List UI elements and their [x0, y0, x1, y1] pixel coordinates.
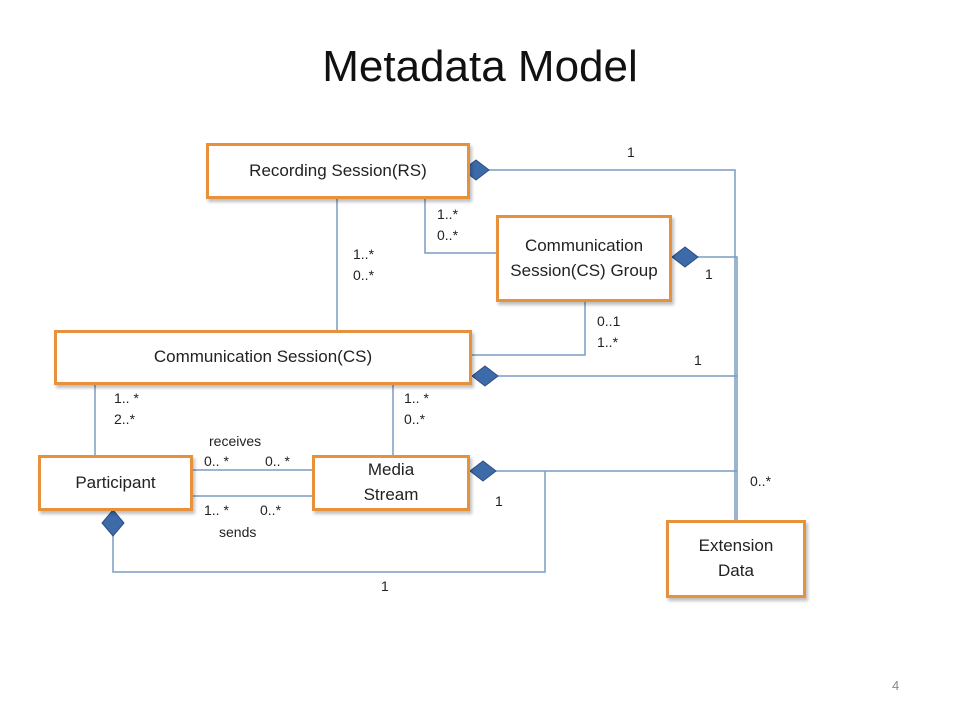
communication-session-box: Communication Session(CS)	[54, 330, 472, 385]
label-cs-extension: 1	[694, 352, 702, 368]
label-participant-media: 1	[381, 578, 389, 594]
media-stream-box: Media Stream	[312, 455, 470, 511]
connector-participant-media	[112, 471, 546, 573]
label-cs-media-line2: 0..*	[404, 411, 426, 427]
connector-rs-group	[424, 198, 497, 254]
label-cs-participant-line1: 1.. *	[114, 390, 139, 406]
label-sends: sends	[219, 524, 257, 540]
label-group-cs-line1: 0..1	[597, 313, 621, 329]
diamond-group	[671, 246, 699, 268]
label-receives-left: 0.. *	[204, 453, 229, 469]
label-receives: receives	[209, 433, 262, 449]
diamond-cs	[471, 365, 499, 387]
participant-box: Participant	[38, 455, 193, 511]
connector-group-extension	[690, 256, 738, 520]
connector-rs-extension	[488, 169, 736, 520]
label-cs-participant: 1.. * 2..*	[114, 388, 139, 430]
label-rs-group: 1..* 0..*	[437, 204, 458, 246]
label-cs-media: 1.. * 0..*	[404, 388, 429, 430]
label-rs-group-line1: 1..*	[437, 206, 459, 222]
label-group-cs-line2: 1..*	[597, 334, 619, 350]
recording-session-box: Recording Session(RS)	[206, 143, 470, 199]
label-rs-cs-line2: 0..*	[353, 267, 375, 283]
label-group-extension: 1	[705, 266, 713, 282]
label-rs-cs: 1..* 0..*	[353, 244, 374, 286]
diamond-participant	[101, 509, 125, 537]
label-rs-group-line2: 0..*	[437, 227, 459, 243]
label-cs-media-line1: 1.. *	[404, 390, 429, 406]
label-media-extension-left: 1	[495, 493, 503, 509]
cs-group-box: Communication Session(CS) Group	[496, 215, 672, 302]
label-receives-right: 0.. *	[265, 453, 290, 469]
connector-group-cs	[472, 302, 586, 356]
label-media-extension-right: 0..*	[750, 473, 772, 489]
page-title: Metadata Model	[322, 42, 638, 91]
label-sends-right: 0..*	[260, 502, 282, 518]
label-rs-cs-line1: 1..*	[353, 246, 375, 262]
label-rs-extension: 1	[627, 144, 635, 160]
diamond-media	[469, 460, 497, 482]
extension-data-box: Extension Data	[666, 520, 806, 598]
page-number: 4	[892, 678, 900, 693]
label-group-cs: 0..1 1..*	[597, 311, 620, 353]
label-sends-left: 1.. *	[204, 502, 229, 518]
label-cs-participant-line2: 2..*	[114, 411, 136, 427]
